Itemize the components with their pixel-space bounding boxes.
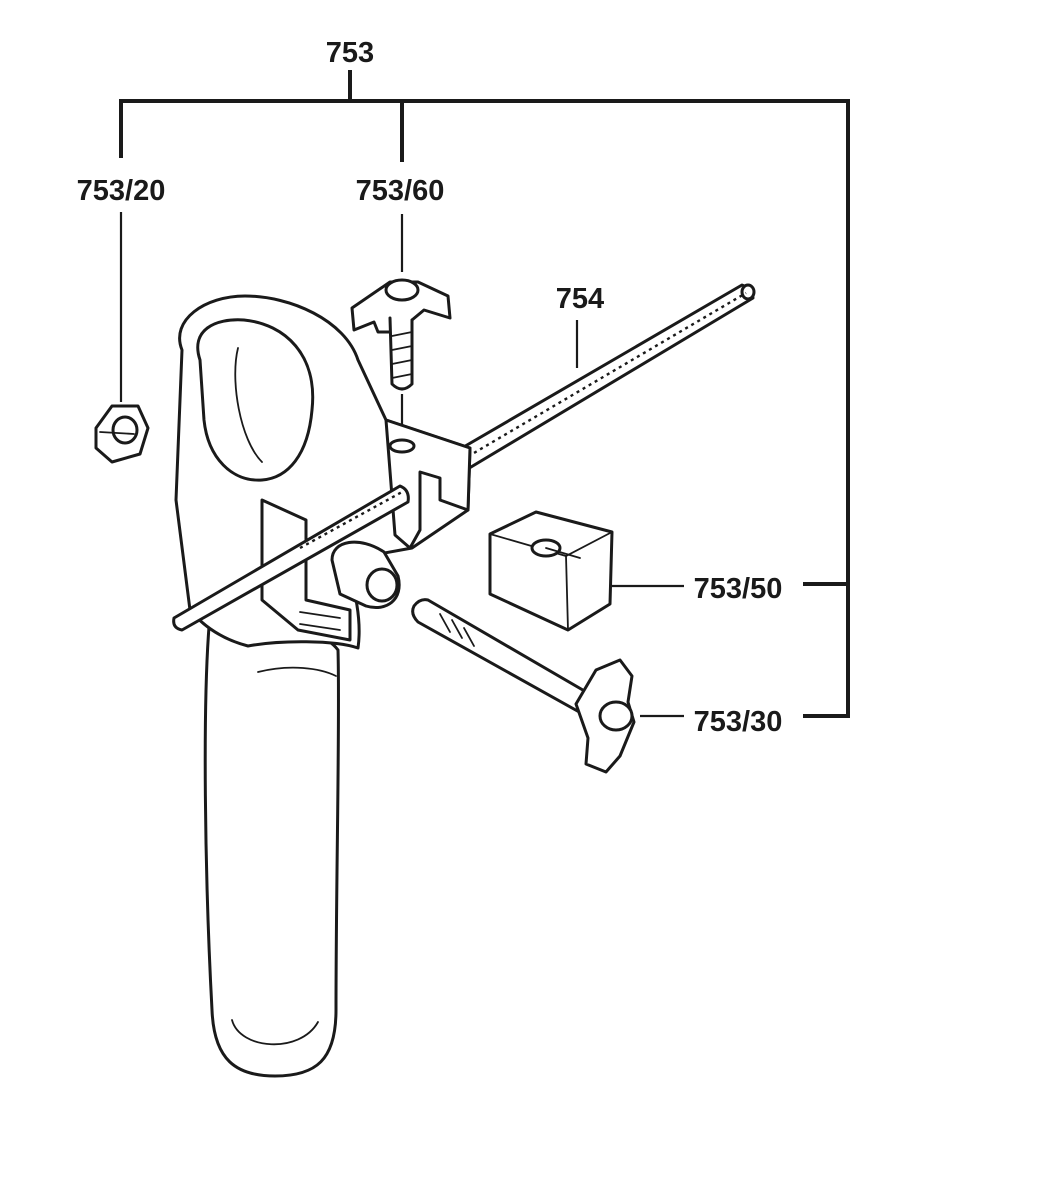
clamp-block — [488, 510, 614, 632]
wing-screw — [350, 278, 452, 391]
label-753: 753 — [326, 37, 374, 69]
label-754: 754 — [556, 283, 604, 315]
label-753-30: 753/30 — [694, 706, 783, 738]
side-handle — [172, 294, 472, 1078]
label-753-20: 753/20 — [77, 175, 166, 207]
label-753-60: 753/60 — [356, 175, 445, 207]
label-753-50: 753/50 — [694, 573, 783, 605]
assembly-bracket — [119, 70, 850, 718]
clamp-bolt — [411, 598, 636, 774]
depth-rod — [453, 283, 756, 472]
hex-nut — [94, 404, 150, 464]
